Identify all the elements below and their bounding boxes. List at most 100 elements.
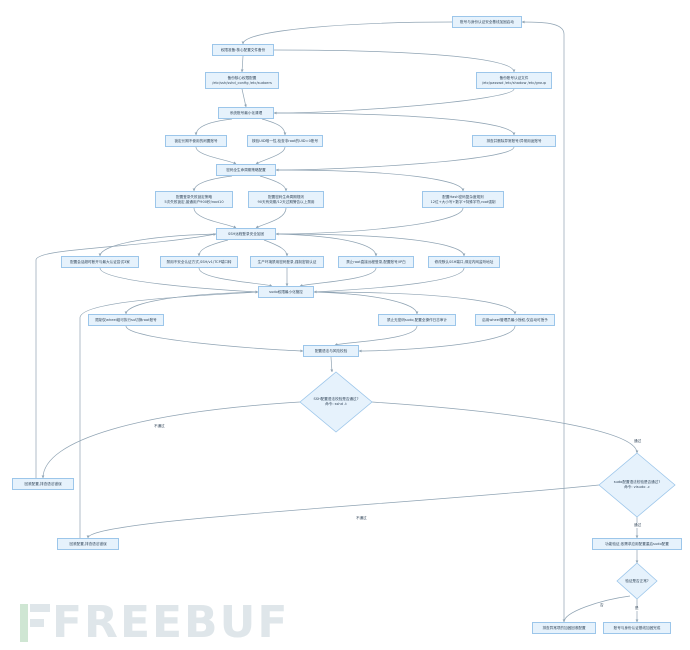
edge-rollbackssh-loop	[35, 233, 217, 478]
nodes.lock-line-1: 锁定长期不使用的闲置账号	[174, 138, 218, 143]
node-cleanup[interactable]: 系统账号最小化清理	[218, 107, 274, 119]
nodes.ssh_banner-line-1: 配置会话超时断开与最大认证尝试3家	[70, 259, 130, 264]
nodes.complexity-line-2: 12位+大小写+数字+特殊字符,root强制	[430, 199, 496, 204]
edge-ssh-root	[275, 233, 378, 257]
nodes.delete-line-1: 排查并删除异常账号/异常用途账号	[486, 138, 542, 143]
node-rollback-sudo[interactable]: 回滚配置,排查语法错误	[57, 538, 119, 550]
edge-sshcheck-fail	[41, 401, 301, 479]
edge-password-complexity	[275, 169, 465, 192]
edge-finalcheck-fail	[562, 595, 631, 623]
edge-label-final-pass: 是	[634, 606, 640, 611]
nodes.backup_core-line-2: /etc/ssh/sshd_config /etc/sudoers	[212, 80, 272, 85]
diamond-final-check	[616, 562, 658, 600]
edge-sudo-wheel	[124, 291, 259, 315]
nodes.ssh_root-line-1: 禁止root直接远程登录,配置账号/IP白	[346, 259, 406, 264]
edge-label-final-fail: 否	[599, 603, 605, 608]
decision-shapes	[299, 371, 676, 600]
nodes.backup_core-line-1: 备份核心权限配置	[227, 75, 257, 80]
node-backup-core[interactable]: 备份核心权限配置/etc/ssh/sshd_config /etc/sudoer…	[205, 72, 279, 89]
decisions.ssh_check-line-1: SSH配置语法校验是否通过?	[313, 397, 359, 401]
edge-password-lifecycle	[259, 175, 288, 192]
nodes.backup_auth-line-1: 备份账号认证文件	[499, 75, 529, 80]
decision-ssh-check[interactable]: SSH配置语法校验是否通过?命令: sshd -t	[306, 390, 366, 414]
node-ssh-prod[interactable]: 生产环境禁用密码登录,强制密钥认证	[250, 256, 324, 268]
decisions.final_check-line-1: 验证是否正常?	[625, 578, 649, 583]
edge-core-cleanup	[241, 88, 247, 108]
node-reload[interactable]: 功能验证,依需求应用配置重启sudo配置	[592, 538, 682, 550]
decisions.sudo_check-line-1: sudo配置语法校验是否通过?	[613, 480, 661, 484]
edge-port-sudo	[198, 267, 273, 287]
node-sudo-audit[interactable]: 禁止无密码sudo,配置全操作日志审计	[378, 314, 456, 326]
node-ssh-port[interactable]: 禁用不安全认证方式,SSH/v1/TCP端口转	[160, 256, 238, 268]
node-ssh[interactable]: SSH远程登录安全加固	[216, 228, 276, 240]
nodes.finish-line-1: 账号与身份认证基线加固完成	[613, 625, 661, 630]
freebuf-logo-icon	[20, 603, 50, 642]
nodes.policy-line-2: 5次失败锁定,普通用户900秒/root10	[164, 199, 224, 204]
edge-policy-ssh	[193, 207, 237, 229]
diamond-sudo-check	[598, 452, 676, 518]
nodes.ssh_prod-line-1: 生产环境禁用密码登录,强制密钥认证	[257, 259, 317, 264]
edge-rollbacksudo-loop	[79, 290, 259, 538]
node-finish[interactable]: 账号与身份认证基线加固完成	[603, 622, 671, 634]
edge-label-ssh-fail: 不通过	[153, 424, 166, 429]
edge-sudo-audit	[313, 291, 419, 315]
node-ssh-banner[interactable]: 配置会话超时断开与最大认证尝试3家	[61, 256, 139, 268]
nodes.sudo_audit-line-1: 禁止无密码sudo,配置全操作日志审计	[386, 317, 448, 322]
nodes.rollback_ssh-line-1: 回滚配置,排查语法错误	[24, 481, 62, 486]
edge-fine-validate	[358, 325, 516, 353]
decision-sudo-check[interactable]: sudo配置语法校验是否通过?命令: visudo -c	[604, 473, 670, 497]
edge-cleanup-lock	[194, 118, 233, 136]
nodes.password-line-1: 密码全生命周期策略配置	[226, 167, 266, 172]
node-lock[interactable]: 锁定长期不使用的闲置账号	[165, 135, 227, 147]
edge-lock-password	[195, 146, 237, 165]
node-prep[interactable]: 权限准备:核心配置文件备份	[212, 44, 274, 56]
edges	[35, 20, 639, 623]
edge-ssh-banner	[98, 233, 217, 257]
nodes.sudo_wheel-line-1: 限制仅wheel组可执行su切换root账号	[95, 317, 157, 322]
node-uid[interactable]: 核验UID唯一性,检查非root的UID=0账号	[247, 135, 323, 147]
nodes.start-line-1: 账号与身份认证安全基线加固启动	[460, 19, 514, 24]
edge-cleanup-uid	[261, 118, 287, 136]
edge-root-sudo	[299, 267, 377, 287]
node-start[interactable]: 账号与身份认证安全基线加固启动	[452, 16, 522, 28]
edge-audit-validate	[334, 325, 418, 346]
nodes.cleanup-line-1: 系统账号最小化清理	[229, 110, 263, 115]
node-delete[interactable]: 排查并删除异常账号/异常用途账号	[472, 135, 556, 147]
node-backup-auth[interactable]: 备份账号认证文件/etc/passwd /etc/shadow /etc/gro…	[476, 72, 552, 89]
nodes.rollback_final-line-1: 排查异常项的加固回滚配置	[542, 625, 586, 630]
edge-ssh-prod	[263, 239, 289, 257]
nodes.ssh-line-1: SSH远程登录安全加固	[227, 231, 264, 236]
edge-sudocheck-fail	[86, 484, 600, 539]
edge-sudo-fine	[313, 291, 517, 315]
freebuf-watermark: FREEBUF	[18, 597, 289, 648]
edge-banner-sudo	[99, 267, 259, 294]
nodes.sudo_fine-line-1: 启用wheel管理员最小授权,仅启动可授予	[482, 317, 548, 322]
edge-uid-password	[255, 146, 286, 165]
nodes.validate-line-1: 配置语法与风险校验	[314, 348, 348, 353]
edge-lifecycle-ssh	[255, 207, 287, 229]
node-sudo-wheel[interactable]: 限制仅wheel组可执行su切换root账号	[88, 314, 164, 326]
node-rollback-final[interactable]: 排查异常项的加固回滚配置	[532, 622, 596, 634]
nodes.policy-line-1: 配置登录失败锁定策略	[176, 194, 212, 199]
node-ssh-root[interactable]: 禁止root直接远程登录,配置账号/IP白	[338, 256, 414, 268]
node-ssh-port2[interactable]: 修改默认SSH端口,绑定内网监听地址	[428, 256, 500, 268]
edge-auth-cleanup	[273, 88, 515, 115]
edge-complexity-ssh	[275, 207, 464, 236]
nodes.lifecycle-line-1: 配置密码生命周期规则	[268, 194, 304, 199]
edge-password-policy	[192, 175, 233, 192]
node-sudo[interactable]: sudo权限最小化管控	[258, 286, 314, 298]
edge-start-prep	[241, 21, 453, 45]
nodes.uid-line-1: 核验UID唯一性,检查非root的UID=0账号	[251, 138, 319, 143]
decision-final-check[interactable]: 验证是否正常?	[620, 574, 654, 588]
edge-wheel-validate	[125, 325, 304, 353]
node-rollback-ssh[interactable]: 回滚配置,排查语法错误	[12, 478, 74, 490]
nodes.rollback_sudo-line-1: 回滚配置,排查语法错误	[69, 541, 107, 546]
node-password[interactable]: 密码全生命周期策略配置	[216, 164, 276, 176]
diamond-ssh-check	[299, 371, 373, 433]
node-validate[interactable]: 配置语法与风险校验	[303, 345, 359, 357]
node-sudo-fine[interactable]: 启用wheel管理员最小授权,仅启动可授予	[475, 314, 555, 326]
